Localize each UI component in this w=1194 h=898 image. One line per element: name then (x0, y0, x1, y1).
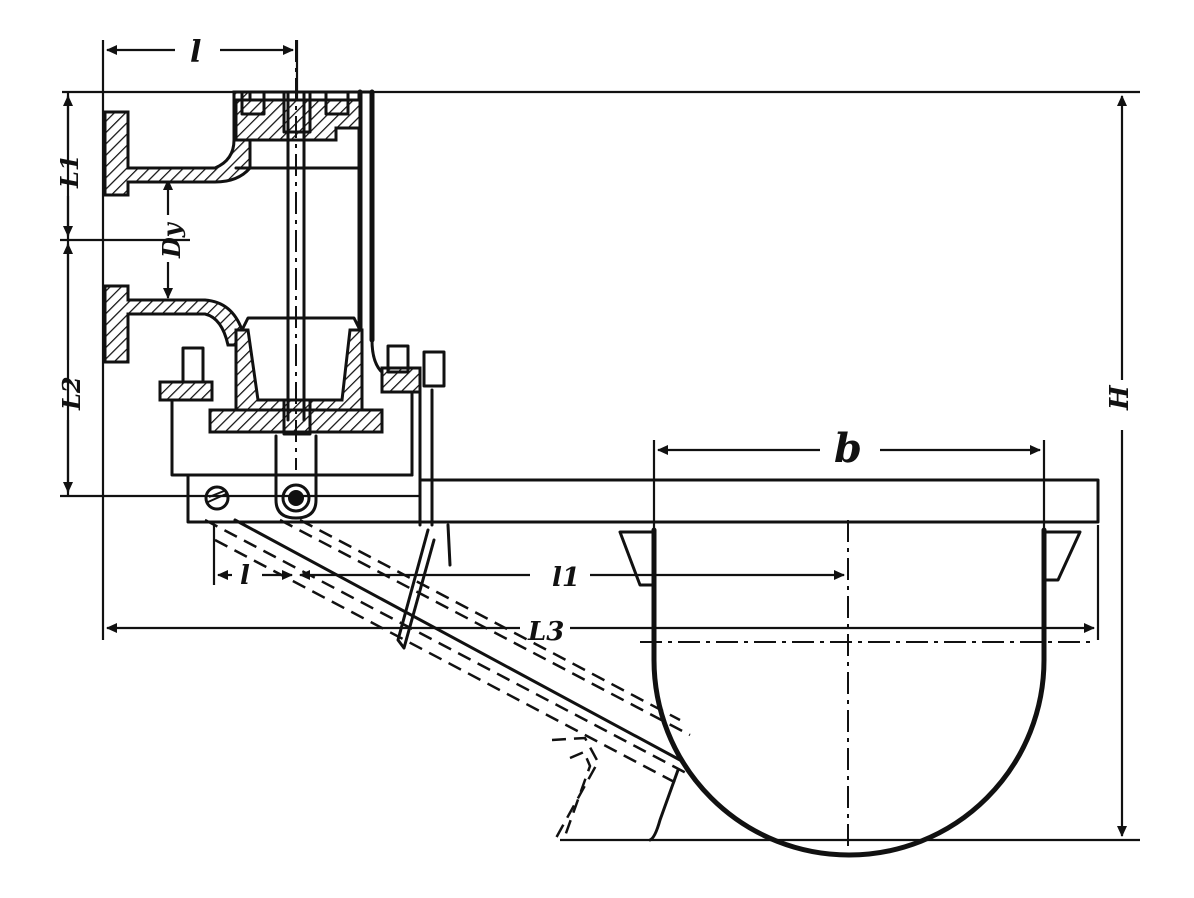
valve-housing-frame (170, 390, 414, 477)
label-l-top: l (190, 35, 201, 70)
label-Dy: Dy (157, 221, 186, 259)
label-b: b (834, 425, 862, 472)
label-l1: l1 (552, 563, 580, 593)
horizontal-beam (186, 474, 1100, 524)
pivot-joint (204, 434, 318, 520)
linkage-rod (396, 388, 452, 650)
bottom-l-l1-dimensions (212, 525, 845, 585)
label-l-bottom: l (240, 561, 250, 591)
label-L1: L1 (55, 154, 84, 189)
left-dimension-chain (60, 92, 420, 498)
label-L3: L3 (527, 617, 564, 647)
label-H: H (1105, 384, 1135, 411)
valve-stem (282, 40, 312, 470)
label-L2: L2 (57, 376, 86, 411)
bucket-vessel (618, 520, 1090, 858)
valve-body (103, 89, 446, 434)
swing-arm-dashed (204, 518, 691, 842)
L3-dimension (101, 110, 1100, 640)
b-dimension (652, 440, 1046, 530)
